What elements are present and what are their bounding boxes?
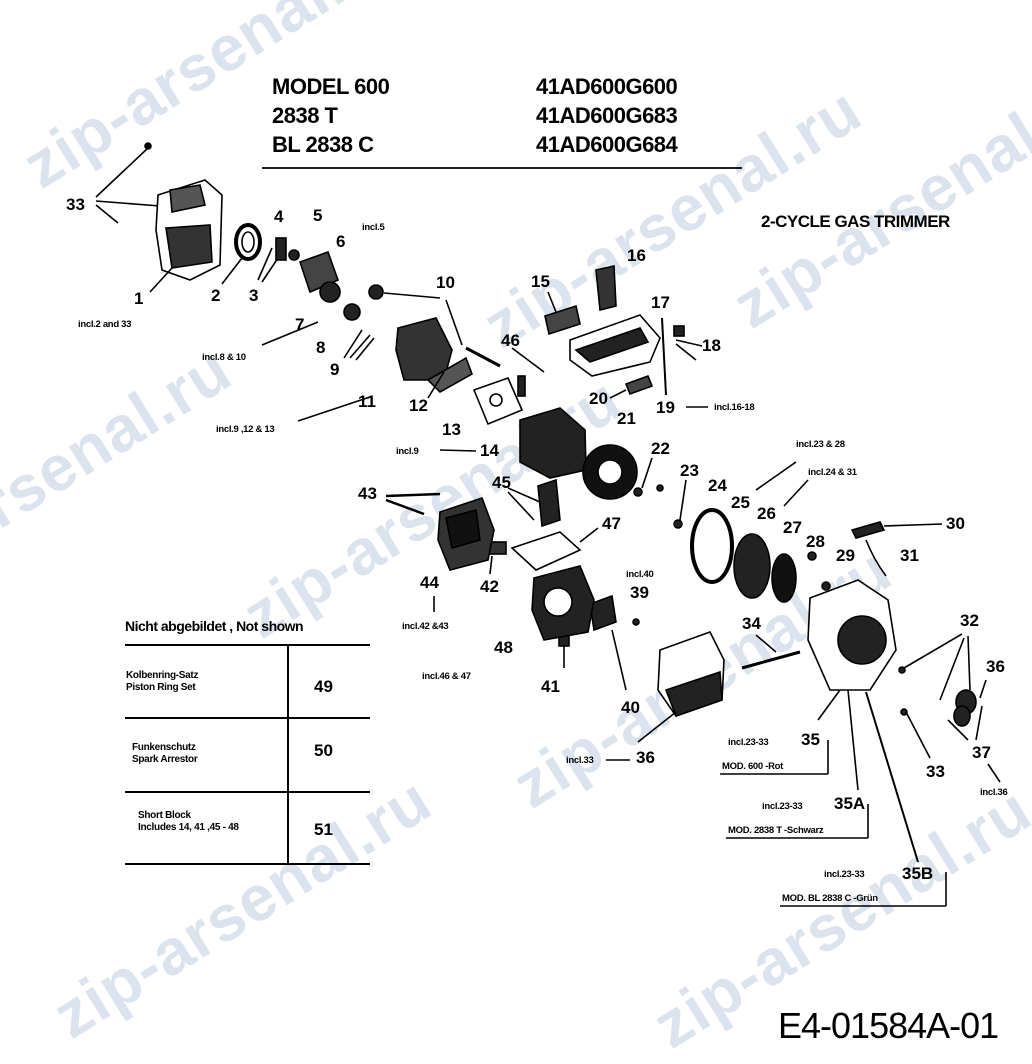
desc-line: Kolbenring-Satz bbox=[126, 670, 199, 681]
note-incl42-43: incl.42 &43 bbox=[402, 621, 449, 632]
model-number-1: 41AD600G600 bbox=[536, 74, 678, 99]
part-label-35a: 35A bbox=[834, 794, 866, 813]
model-number-3: 41AD600G684 bbox=[536, 132, 678, 157]
part-label-48: 48 bbox=[494, 638, 513, 657]
desc-line: Funkenschutz bbox=[132, 742, 196, 753]
part-label-37: 37 bbox=[972, 743, 991, 762]
part-label-19: 19 bbox=[656, 398, 675, 417]
part-label-46: 46 bbox=[501, 331, 520, 350]
part-label-5: 5 bbox=[313, 206, 323, 225]
part-label-33-right: 33 bbox=[926, 762, 945, 781]
part-label-31: 31 bbox=[900, 546, 919, 565]
not-shown-number-51: 51 bbox=[314, 820, 333, 839]
desc-line: Short Block bbox=[138, 810, 191, 821]
part-label-7: 7 bbox=[295, 315, 305, 334]
note-mod2838t: MOD. 2838 T -Schwarz bbox=[728, 825, 824, 836]
not-shown-desc-51: Short Block Includes 14, 41 ,45 - 48 bbox=[138, 810, 239, 834]
note-incl36: incl.36 bbox=[980, 787, 1008, 798]
note-incl2-33: incl.2 and 33 bbox=[78, 319, 132, 330]
note-incl24-31: incl.24 & 31 bbox=[808, 467, 857, 478]
part-label-27: 27 bbox=[783, 518, 802, 537]
part-label-47: 47 bbox=[602, 514, 621, 533]
part-label-2: 2 bbox=[211, 286, 221, 305]
model-name-1: MODEL 600 bbox=[272, 74, 390, 99]
note-incl46-47: incl.46 & 47 bbox=[422, 671, 471, 682]
part-label-10: 10 bbox=[436, 273, 455, 292]
part-label-3: 3 bbox=[249, 286, 259, 305]
note-mod600: MOD. 600 -Rot bbox=[722, 761, 784, 772]
not-shown-desc-49: Kolbenring-Satz Piston Ring Set bbox=[126, 670, 198, 694]
part-label-44: 44 bbox=[420, 573, 439, 592]
part-label-8: 8 bbox=[316, 338, 326, 357]
note-incl23-33-c: incl.23-33 bbox=[824, 869, 865, 880]
model-name-2: 2838 T bbox=[272, 103, 338, 128]
note-mod-bl: MOD. BL 2838 C -Grün bbox=[782, 893, 878, 904]
model-number-2: 41AD600G683 bbox=[536, 103, 678, 128]
note-incl5: incl.5 bbox=[362, 222, 385, 233]
part-label-42: 42 bbox=[480, 577, 499, 596]
note-incl23-33-b: incl.23-33 bbox=[762, 801, 803, 812]
model-name-3: BL 2838 C bbox=[272, 132, 374, 157]
part-label-9: 9 bbox=[330, 360, 340, 379]
note-incl33: incl.33 bbox=[566, 755, 594, 766]
part-label-28: 28 bbox=[806, 532, 825, 551]
part-label-22: 22 bbox=[651, 439, 670, 458]
part-label-29: 29 bbox=[836, 546, 855, 565]
not-shown-number-49: 49 bbox=[314, 677, 333, 696]
note-incl9: incl.9 bbox=[396, 446, 419, 457]
note-incl40: incl.40 bbox=[626, 569, 654, 580]
part-label-6: 6 bbox=[336, 232, 346, 251]
part-label-33-left: 33 bbox=[66, 195, 85, 214]
not-shown-number-50: 50 bbox=[314, 741, 333, 760]
part-label-45: 45 bbox=[492, 473, 511, 492]
part-label-17: 17 bbox=[651, 293, 670, 312]
part-label-18: 18 bbox=[702, 336, 721, 355]
part-label-34: 34 bbox=[742, 614, 761, 633]
part-label-40: 40 bbox=[621, 698, 640, 717]
part-label-24: 24 bbox=[708, 476, 727, 495]
part-label-1: 1 bbox=[134, 289, 144, 308]
part-label-11: 11 bbox=[358, 392, 376, 411]
part-label-35: 35 bbox=[801, 730, 820, 749]
desc-line: Spark Arrestor bbox=[132, 754, 198, 765]
desc-line: Piston Ring Set bbox=[126, 682, 196, 693]
desc-line: Includes 14, 41 ,45 - 48 bbox=[138, 822, 239, 833]
part-label-39: 39 bbox=[630, 583, 649, 602]
part-label-30: 30 bbox=[946, 514, 965, 533]
part-label-23: 23 bbox=[680, 461, 699, 480]
part-label-36-housing: 36 bbox=[636, 748, 655, 767]
part-label-4: 4 bbox=[274, 207, 284, 226]
note-incl8-10: incl.8 & 10 bbox=[202, 352, 246, 363]
not-shown-desc-50: Funkenschutz Spark Arrestor bbox=[132, 742, 198, 766]
part-label-12: 12 bbox=[409, 396, 428, 415]
part-label-15: 15 bbox=[531, 272, 550, 291]
part-label-26: 26 bbox=[757, 504, 776, 523]
part-label-43: 43 bbox=[358, 484, 377, 503]
part-label-14: 14 bbox=[480, 441, 499, 460]
diagram-code: E4-01584A-01 bbox=[778, 1005, 999, 1046]
part-label-41: 41 bbox=[541, 677, 560, 696]
part-label-16: 16 bbox=[627, 246, 646, 265]
not-shown-heading: Nicht abgebildet , Not shown bbox=[125, 618, 304, 634]
part-label-35b: 35B bbox=[902, 864, 934, 883]
part-label-32: 32 bbox=[960, 611, 979, 630]
part-label-13: 13 bbox=[442, 420, 461, 439]
part-label-36-side: 36 bbox=[986, 657, 1005, 676]
part-label-25: 25 bbox=[731, 493, 750, 512]
note-incl16-18: incl.16-18 bbox=[714, 402, 755, 413]
part-label-20: 20 bbox=[589, 389, 608, 408]
part-label-21: 21 bbox=[617, 409, 636, 428]
note-incl23-28: incl.23 & 28 bbox=[796, 439, 845, 450]
diagram-title: 2-CYCLE GAS TRIMMER bbox=[761, 212, 950, 231]
note-incl9-12-13: incl.9 ,12 & 13 bbox=[216, 424, 275, 435]
note-incl23-33-a: incl.23-33 bbox=[728, 737, 769, 748]
